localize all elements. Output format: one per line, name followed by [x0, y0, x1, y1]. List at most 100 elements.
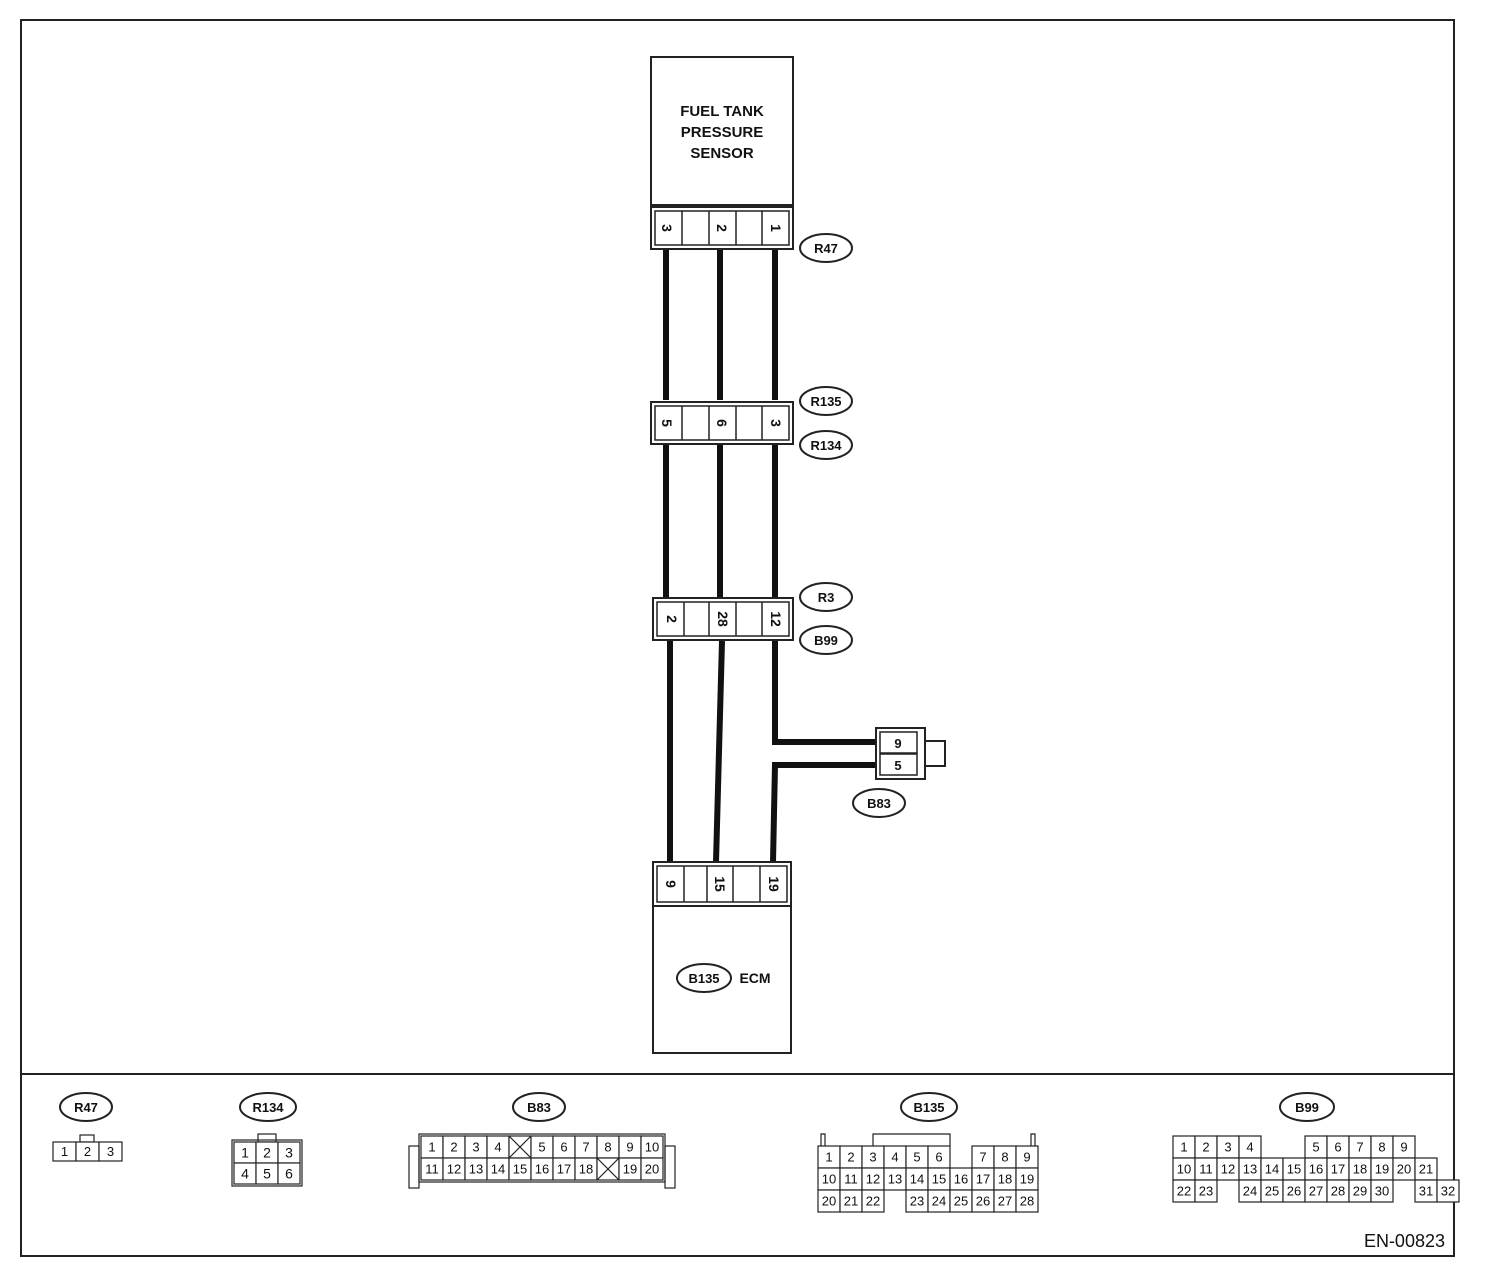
connector-tag-r47: R47 — [799, 233, 853, 263]
r134-pin-number: 1 — [241, 1145, 249, 1161]
b99-pin-number: 23 — [1199, 1184, 1213, 1199]
sensor-label-line-3: SENSOR — [690, 145, 754, 162]
view-r47-label: R47 — [74, 1100, 98, 1115]
b99-pin-number: 16 — [1309, 1162, 1323, 1177]
b99-pin-number: 19 — [1375, 1162, 1389, 1177]
b99-cavity — [1370, 1179, 1394, 1203]
r134-housing — [231, 1139, 303, 1187]
r47-pin-number: 3 — [107, 1144, 114, 1159]
r134-pin: 3 — [768, 419, 784, 427]
r47-cavity — [98, 1141, 123, 1162]
b99-pin-number: 28 — [1331, 1184, 1345, 1199]
fuel-tank-pressure-sensor: FUEL TANK PRESSURE SENSOR — [650, 56, 794, 206]
r47-pin: 3 — [659, 224, 675, 232]
b83-pin-number: 9 — [626, 1140, 633, 1155]
b135-pin-number: 28 — [1020, 1194, 1034, 1209]
b135-pin-number: 21 — [844, 1194, 858, 1209]
b135-pin-number: 25 — [954, 1194, 968, 1209]
b99-pin-number: 22 — [1177, 1184, 1191, 1199]
b83-pin-number: 4 — [494, 1140, 501, 1155]
b83-pin-number: 7 — [582, 1140, 589, 1155]
b135-cavity — [861, 1189, 885, 1213]
svg-text:B83: B83 — [867, 796, 891, 811]
diagram-frame — [20, 19, 1455, 1257]
b83-cavity — [640, 1157, 664, 1181]
b135-pin-number: 15 — [932, 1172, 946, 1187]
b83-pin-number: 2 — [450, 1140, 457, 1155]
b99-pin-number: 15 — [1287, 1162, 1301, 1177]
b135-pin-number: 17 — [976, 1172, 990, 1187]
svg-text:B99: B99 — [814, 633, 838, 648]
b83-pin-number: 15 — [513, 1162, 527, 1177]
b99-pin-number: 26 — [1287, 1184, 1301, 1199]
b135-pin-number: 26 — [976, 1194, 990, 1209]
b83-pin-number: 13 — [469, 1162, 483, 1177]
b99-pin-number: 13 — [1243, 1162, 1257, 1177]
connector-tag-r3: R3 — [799, 582, 853, 612]
b135-pin-number: 16 — [954, 1172, 968, 1187]
b135-pin-number: 27 — [998, 1194, 1012, 1209]
ecm-unit: B135 ECM — [652, 905, 792, 1054]
b99-pin-number: 11 — [1199, 1162, 1213, 1177]
b135-pin-number: 9 — [1023, 1150, 1030, 1165]
b135-pin-number: 24 — [932, 1194, 946, 1209]
b99-pin-number: 7 — [1356, 1140, 1363, 1155]
b135-pin-number: 13 — [888, 1172, 902, 1187]
r134-cavity — [277, 1162, 301, 1185]
b135-pin: 15 — [712, 876, 728, 892]
r47-pin-number: 2 — [84, 1144, 91, 1159]
b99-cavity — [1194, 1179, 1218, 1203]
b83-pin-number: 20 — [645, 1162, 659, 1177]
b99-cavity — [1436, 1179, 1460, 1203]
svg-text:R134: R134 — [810, 438, 842, 453]
connector-r47-pins: 3 2 1 — [650, 206, 794, 250]
connector-tag-r135: R135 — [799, 386, 853, 416]
b99-pin-number: 27 — [1309, 1184, 1323, 1199]
b99-pin-number: 1 — [1180, 1140, 1187, 1155]
connector-tag-b99: B99 — [799, 625, 853, 655]
connector-b135-pins: 9 15 19 — [652, 861, 792, 907]
b83-pin-number: 11 — [425, 1162, 439, 1177]
r134-pin-number: 5 — [263, 1166, 271, 1182]
view-b83-label: B83 — [527, 1100, 551, 1115]
r134-pin: 6 — [714, 419, 730, 427]
b99-pin-number: 17 — [1331, 1162, 1345, 1177]
b99-pin-number: 8 — [1378, 1140, 1385, 1155]
r47-pin: 1 — [768, 224, 784, 232]
view-r134-label: R134 — [252, 1100, 284, 1115]
b83-pin-number: 5 — [538, 1140, 545, 1155]
b99-pin-number: 25 — [1265, 1184, 1279, 1199]
figure-id: EN-00823 — [1364, 1231, 1445, 1251]
b83-pin-number: 14 — [491, 1162, 505, 1177]
b135-pin-number: 14 — [910, 1172, 924, 1187]
harness-wires — [663, 249, 880, 863]
ecm-label: ECM — [739, 970, 770, 986]
b135-pin-number: 22 — [866, 1194, 880, 1209]
b83-pin: 5 — [894, 758, 901, 773]
svg-text:R47: R47 — [814, 241, 838, 256]
b135-pin-number: 2 — [847, 1150, 854, 1165]
r134-pin: 5 — [659, 419, 675, 427]
b99-pin-number: 14 — [1265, 1162, 1279, 1177]
b135-pin-number: 4 — [891, 1150, 898, 1165]
b135-pin-number: 6 — [935, 1150, 942, 1165]
b99-pin-number: 3 — [1224, 1140, 1231, 1155]
b135-pin-number: 12 — [866, 1172, 880, 1187]
b135-pin-number: 19 — [1020, 1172, 1034, 1187]
b99-pin-number: 6 — [1334, 1140, 1341, 1155]
b135-pin-number: 8 — [1001, 1150, 1008, 1165]
b83-pin-number: 16 — [535, 1162, 549, 1177]
b135-pin-number: 7 — [979, 1150, 986, 1165]
r47-pin: 2 — [714, 224, 730, 232]
b99-pin-number: 30 — [1375, 1184, 1389, 1199]
b83-blocked-cavity — [596, 1157, 620, 1181]
b99-pin-number: 32 — [1441, 1184, 1455, 1199]
r134-pin-number: 6 — [285, 1166, 293, 1182]
b83-pin-number: 17 — [557, 1162, 571, 1177]
connector-tag-b83: B83 — [852, 788, 906, 818]
r47-pin-number: 1 — [61, 1144, 68, 1159]
b135-cavity — [1015, 1189, 1039, 1213]
view-b99-label: B99 — [1295, 1100, 1319, 1115]
